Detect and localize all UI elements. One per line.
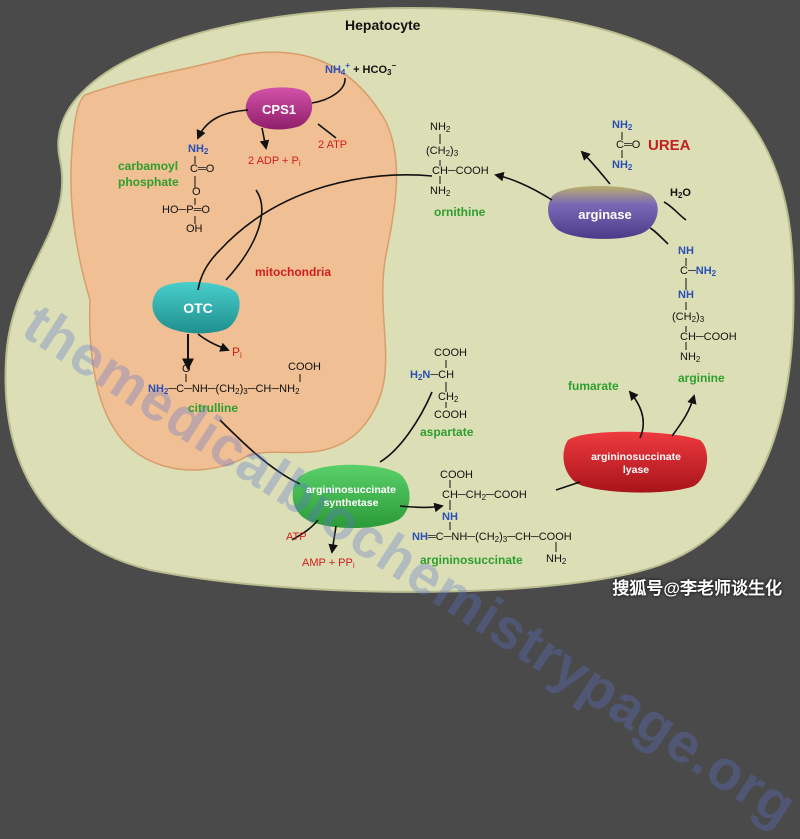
arginine-nh-mid: NH xyxy=(678,289,694,301)
carbamoyl-phosphate-oh: OH xyxy=(186,223,203,235)
mitochondria-label: mitochondria xyxy=(255,265,332,279)
adp-pi-subscript: i xyxy=(298,159,301,168)
citrulline-backbone: NH2─C─NH─(CH2)3─CH─NH2 xyxy=(148,383,300,396)
urea-nh2-top: NH2 xyxy=(612,119,633,132)
fumarate-label: fumarate xyxy=(568,379,619,393)
cps1-label: CPS1 xyxy=(262,101,296,117)
otc-enzyme: OTC xyxy=(156,290,240,326)
amp-ppi-output: AMP + PPi xyxy=(302,558,355,570)
carbamoyl-phosphate-label-2: phosphate xyxy=(118,175,179,189)
hco3-text: + HCO xyxy=(353,64,388,76)
atp-input: 2 ATP xyxy=(318,139,348,151)
water-input: H2O xyxy=(670,188,691,200)
urea-label: UREA xyxy=(648,137,691,154)
otc-label: OTC xyxy=(183,300,213,316)
aspartate-top-cooh: COOH xyxy=(434,347,467,359)
cps1-enzyme: CPS1 xyxy=(248,94,310,124)
asl-shape xyxy=(563,431,708,493)
hco3-subscript: 3 xyxy=(387,68,392,77)
cell-title: Hepatocyte xyxy=(345,17,421,33)
arginine-nh2: NH2 xyxy=(680,351,701,364)
hco3-charge: − xyxy=(391,61,397,70)
mitochondrion xyxy=(70,51,398,471)
nh4-charge: + xyxy=(345,61,351,70)
arginine-nh-top: NH xyxy=(678,245,694,257)
carbamoyl-phosphate-group: HO─P═O xyxy=(162,204,210,216)
otc-pi-text: P xyxy=(232,345,241,359)
amp-ppi-text: AMP + PP xyxy=(302,557,353,569)
ornithine-ch2: (CH2)3 xyxy=(426,145,459,158)
nh4-text: NH xyxy=(325,64,341,76)
carbamoyl-ester-o: O xyxy=(192,186,201,198)
ornithine-alpha: CH─COOH xyxy=(432,165,489,177)
carbamoyl-nh2: NH2 xyxy=(188,143,209,156)
arginase-enzyme: arginase xyxy=(550,196,660,232)
water-o: O xyxy=(682,187,691,199)
ornithine-nh2-top: NH2 xyxy=(430,121,451,134)
diagram-graphics xyxy=(4,6,795,593)
arginine-ch2: (CH2)3 xyxy=(672,311,705,324)
argininosuccinate-nh2: NH2 xyxy=(546,553,567,566)
asl-enzyme: argininosuccinate lyase xyxy=(566,442,706,486)
ass-label-line2: synthetase xyxy=(323,497,379,509)
citrulline-carbonyl-o: O xyxy=(182,363,191,375)
aspartate-alpha: H2N─CH xyxy=(410,369,455,382)
urea-nh2-bottom: NH2 xyxy=(612,159,633,172)
source-credit: 搜狐号@李老师谈生化 xyxy=(612,579,782,598)
ammonium-bicarbonate: NH4+ + HCO3− xyxy=(325,62,396,77)
adp-pi-output: 2 ADP + Pi xyxy=(248,156,301,168)
cps1-shape xyxy=(245,87,313,130)
water-subscript: 2 xyxy=(677,191,683,200)
citrulline-cooh: COOH xyxy=(288,361,321,373)
adp-pi-text: 2 ADP + P xyxy=(248,155,299,167)
citrulline-label: citrulline xyxy=(188,401,239,415)
argininosuccinate-backbone: NH═C─NH─(CH2)3─CH─COOH xyxy=(412,531,572,544)
ass-atp-input: ATP xyxy=(286,531,307,543)
argininosuccinate-chain: CH─CH2─COOH xyxy=(442,489,527,502)
ornithine-nh2-bottom: NH2 xyxy=(430,185,451,198)
otc-pi-output: Pi xyxy=(232,346,242,360)
asl-label-line2: lyase xyxy=(622,464,650,476)
aspartate-bottom-cooh: COOH xyxy=(434,409,467,421)
arginine-alpha: CH─COOH xyxy=(680,331,737,343)
nh4-subscript: 4 xyxy=(340,68,346,77)
urea-carbonyl: C═O xyxy=(616,139,641,151)
ass-shape xyxy=(292,464,410,529)
carbamoyl-carbonyl: C═O xyxy=(190,163,215,175)
amp-ppi-subscript: i xyxy=(352,561,355,570)
argininosuccinate-label: argininosuccinate xyxy=(420,553,523,567)
ass-label-line1: argininosuccinate xyxy=(306,483,396,496)
arginase-label: arginase xyxy=(578,206,632,222)
otc-pi-subscript: i xyxy=(240,351,242,360)
arginine-guanidino: C─NH2 xyxy=(680,265,717,278)
carbamoyl-phosphate-label-1: carbamoyl xyxy=(118,159,179,173)
argininosuccinate-nh: NH xyxy=(442,511,458,523)
otc-shape xyxy=(152,281,240,334)
water-h: H xyxy=(670,187,678,199)
arginine-label: arginine xyxy=(678,371,725,385)
ornithine-label: ornithine xyxy=(434,205,486,219)
asl-label-line1: argininosuccinate xyxy=(591,450,681,463)
arginase-shape xyxy=(548,186,658,239)
aspartate-ch2: CH2 xyxy=(438,391,459,404)
aspartate-label: aspartate xyxy=(420,425,474,439)
argininosuccinate-cooh: COOH xyxy=(440,469,473,481)
ass-enzyme: argininosuccinate synthetase xyxy=(292,472,410,522)
pathway-diagram: themedicalbiochemistrypage.org Hepatocyt… xyxy=(4,6,800,838)
